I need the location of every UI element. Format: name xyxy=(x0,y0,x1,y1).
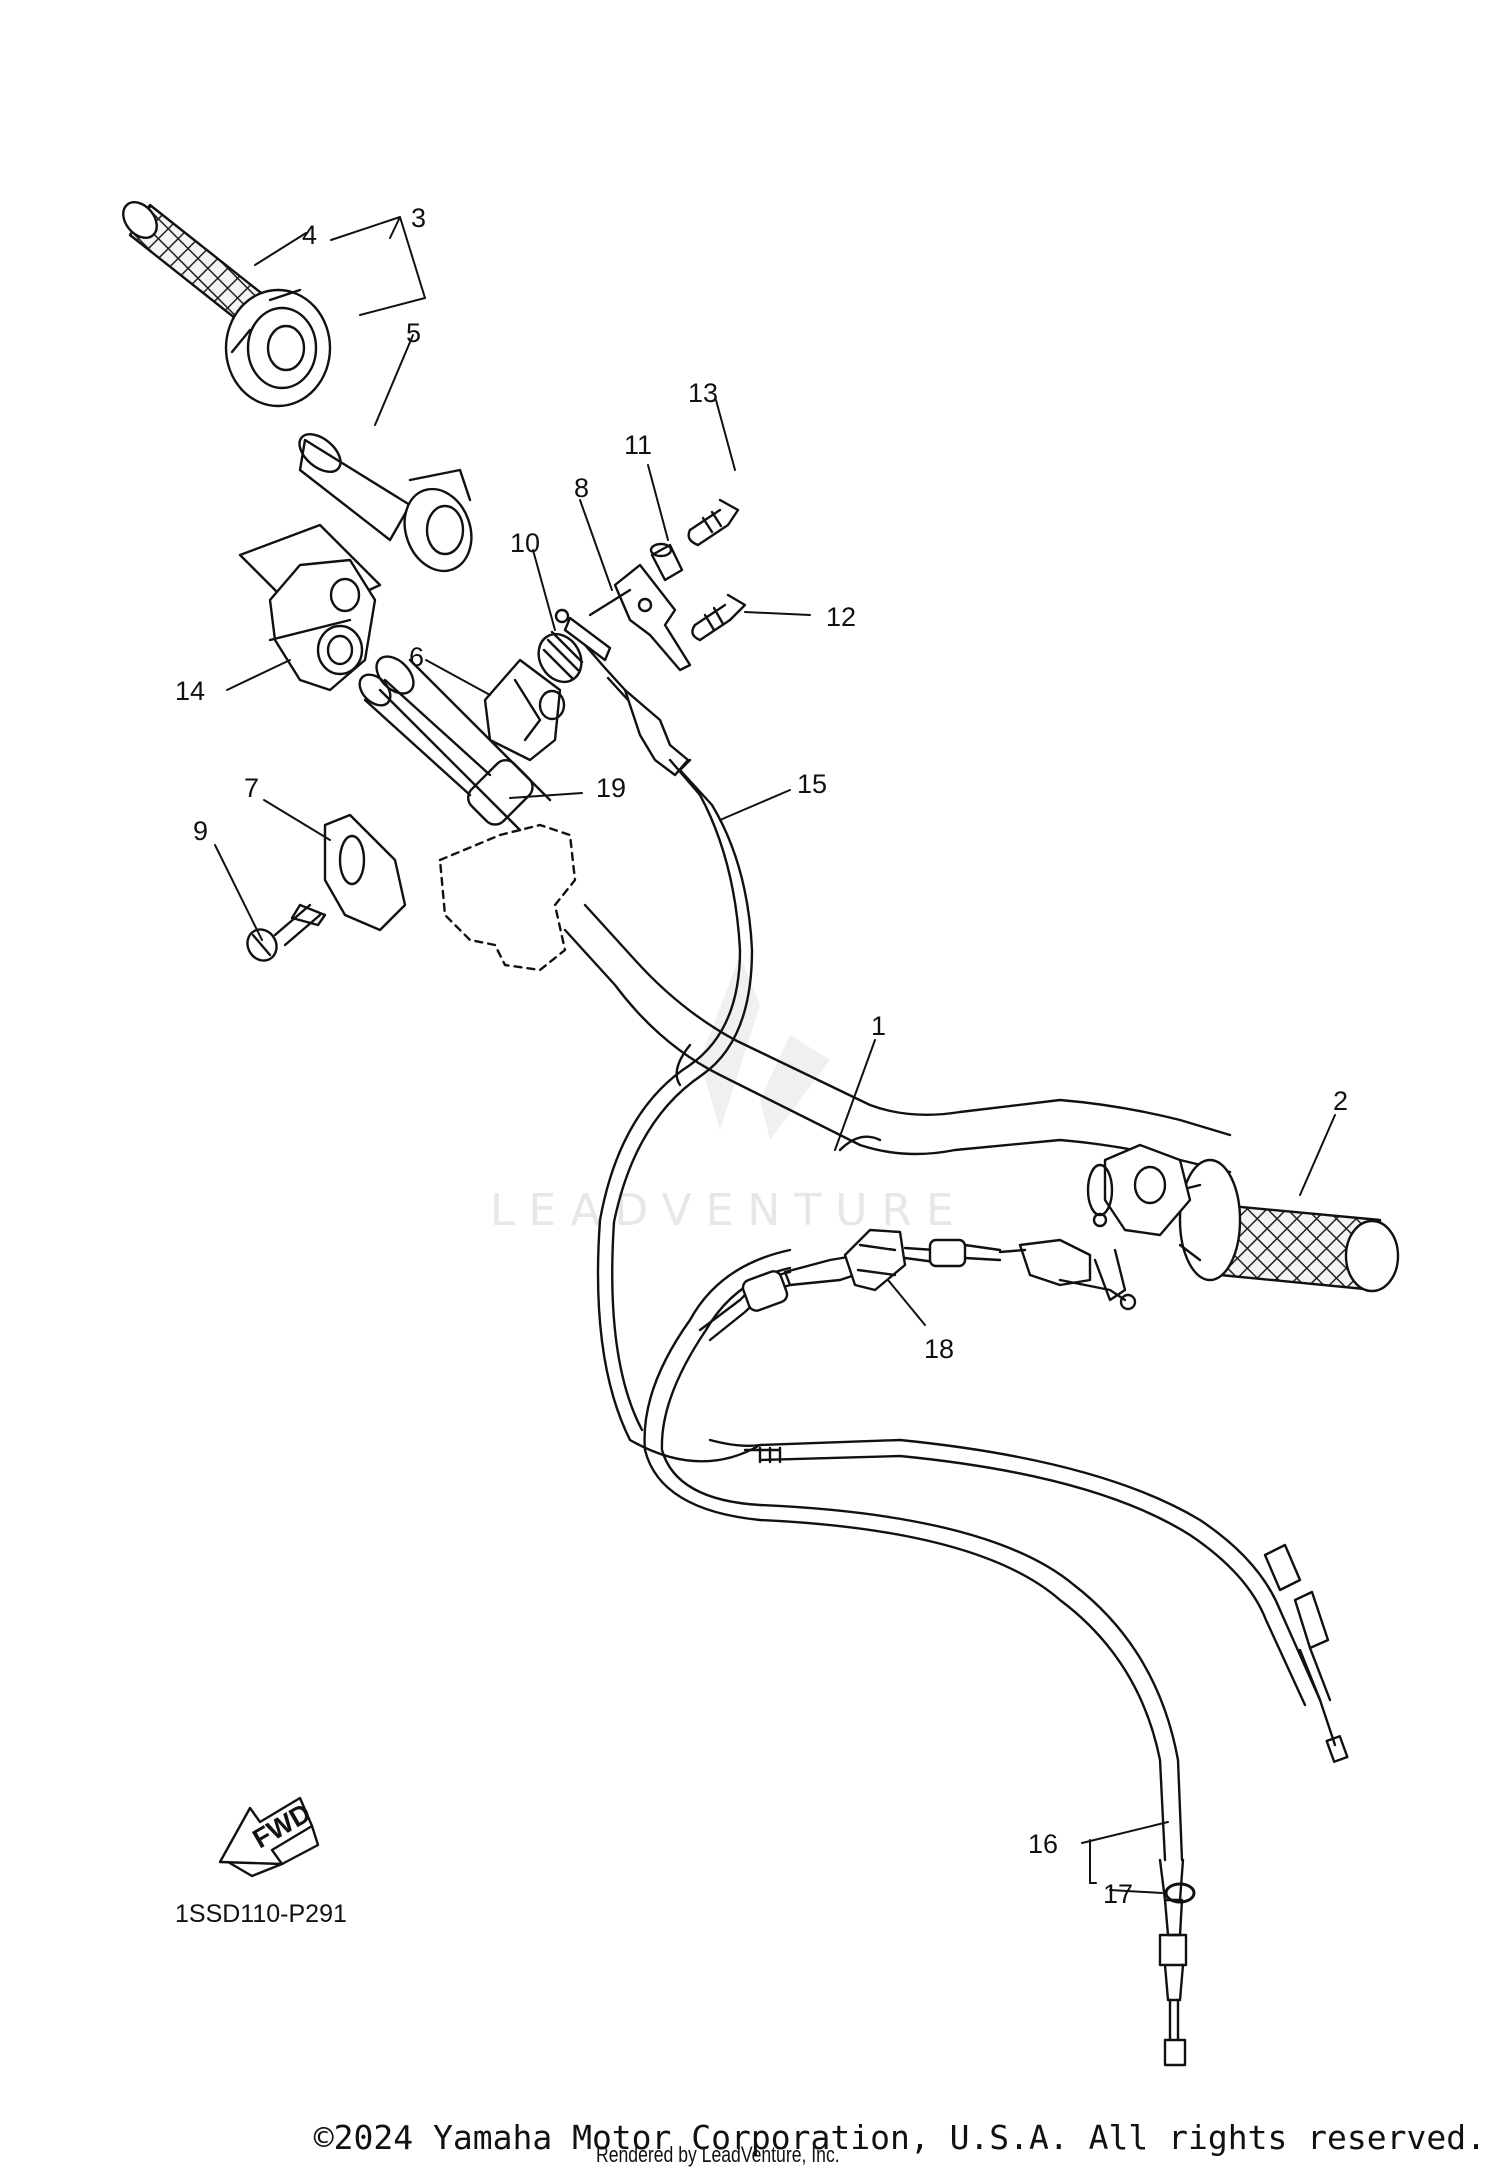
leader-lines xyxy=(214,216,1336,1894)
callout-16: 16 xyxy=(1028,1829,1058,1859)
screw-part-13 xyxy=(687,498,740,547)
throttle-sleeve-lower xyxy=(358,673,492,797)
callout-7: 7 xyxy=(244,773,259,803)
left-grip-part-4 xyxy=(122,201,332,408)
fwd-arrow-icon xyxy=(218,1796,320,1878)
callout-2: 2 xyxy=(1333,1086,1348,1116)
collar-part-11 xyxy=(649,542,684,582)
rendered-by-notice: Rendered by LeadVenture, Inc. xyxy=(596,2142,840,2167)
watermark-logo: LEADVENTURE xyxy=(490,955,968,1236)
watermark-text: LEADVENTURE xyxy=(490,1185,968,1236)
hot-start-cable xyxy=(708,1438,1349,1763)
screw-part-12 xyxy=(691,593,747,642)
handlebar xyxy=(563,903,1232,1174)
right-grip-part-2 xyxy=(1178,1158,1400,1293)
copyright-notice: ©2024 Yamaha Motor Corporation, U.S.A. A… xyxy=(313,2118,1486,2157)
callout-4: 4 xyxy=(302,220,317,250)
adjuster-part-10 xyxy=(537,608,612,684)
cable-adjuster-part-18 xyxy=(698,1228,1027,1342)
o-ring-part-17 xyxy=(1164,1882,1196,1904)
callout-9: 9 xyxy=(193,816,208,846)
callout-17: 17 xyxy=(1103,1879,1133,1909)
diagram-code: 1SSD110-P291 xyxy=(175,1900,347,1928)
lever-holder-right xyxy=(1018,1143,1192,1311)
callout-1: 1 xyxy=(871,1011,886,1041)
callout-3: 3 xyxy=(411,203,426,233)
callout-11: 11 xyxy=(624,430,652,460)
throttle-tube-part-5 xyxy=(298,433,473,573)
throttle-housing-part-14 xyxy=(238,523,382,692)
callout-15: 15 xyxy=(797,769,827,799)
fwd-label: FWD xyxy=(248,1798,316,1855)
callout-10: 10 xyxy=(510,528,540,558)
clamp-upper-part-6 xyxy=(483,658,566,762)
callout-14: 14 xyxy=(175,676,205,706)
callout-13: 13 xyxy=(688,378,718,408)
throttle-cable-part-15 xyxy=(583,643,762,1463)
clamp-lower-part-7 xyxy=(323,813,407,932)
callout-5: 5 xyxy=(406,318,421,348)
callout-18: 18 xyxy=(924,1334,954,1364)
left-clamp-ghost xyxy=(438,823,577,972)
callout-19: 19 xyxy=(596,773,626,803)
callout-12: 12 xyxy=(826,602,856,632)
cable-cover-part-8 xyxy=(588,563,692,672)
callout-6: 6 xyxy=(409,642,424,672)
callout-8: 8 xyxy=(574,473,589,503)
clutch-cable-part-16 xyxy=(643,1248,1188,2067)
bolt-part-9 xyxy=(246,903,327,962)
